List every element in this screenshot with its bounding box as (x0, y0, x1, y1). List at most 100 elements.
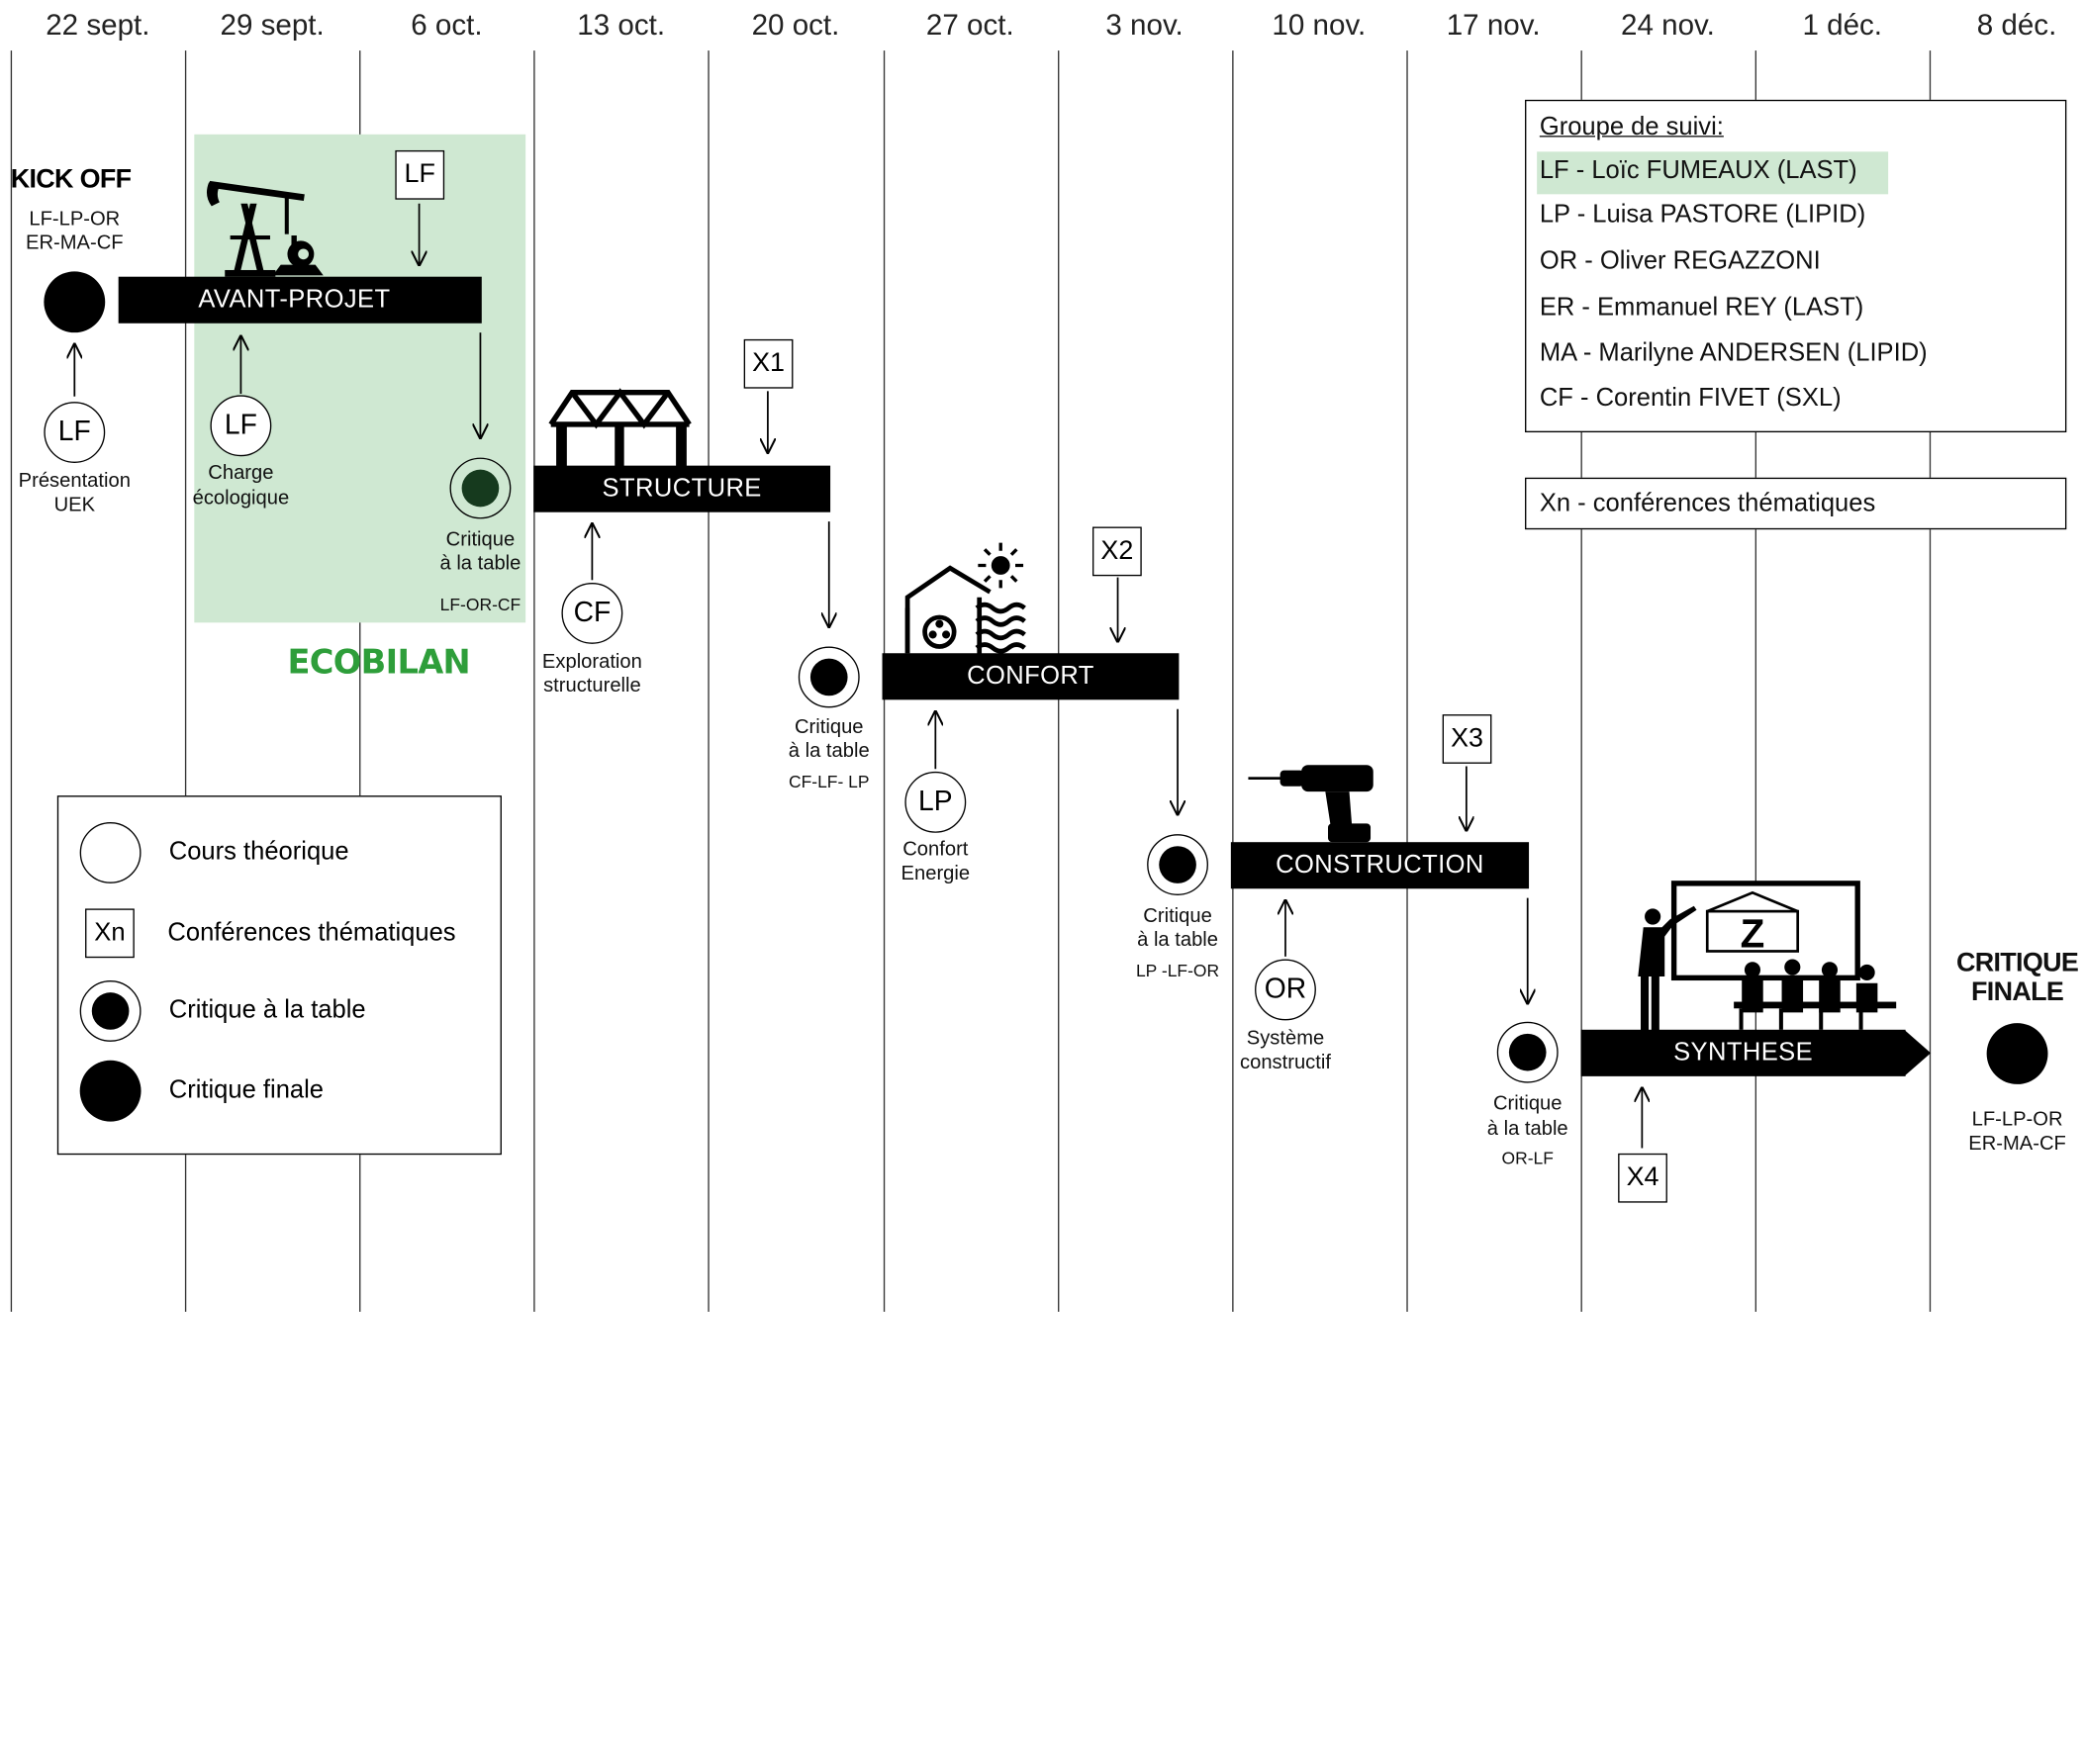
conference-code: LF (404, 159, 435, 189)
legend-critique-table-symbol (79, 980, 142, 1042)
lecture-lf-charge: LF (210, 395, 272, 457)
conference-x1-box: X1 (743, 338, 794, 389)
date-label: 20 oct. (751, 8, 840, 42)
groupe-member: OR - Oliver REGAZZONI (1539, 247, 1821, 276)
critique3-line1: Critique (1143, 904, 1212, 928)
lecture-or-line2: constructif (1240, 1051, 1331, 1074)
critique1-people: LF-OR-CF (439, 595, 521, 615)
groupe-member: CF - Corentin FIVET (SXL) (1539, 384, 1842, 413)
xn-note: Xn - conférences thématiques (1539, 489, 1876, 518)
final-dot (1986, 1023, 2048, 1084)
final-people-2: ER-MA-CF (1968, 1132, 2066, 1156)
conference-x4-box: X4 (1618, 1153, 1667, 1203)
conference-x2-box: X2 (1091, 526, 1142, 577)
week-divider (359, 50, 361, 1312)
legend-cours: Cours théorique (168, 838, 349, 867)
conference-lf-box: LF (395, 149, 445, 200)
avant-projet-bar: AVANT-PROJET (118, 276, 482, 324)
kickoff-people-2: ER-MA-CF (26, 231, 124, 254)
week-divider (1929, 50, 1932, 1312)
legend-critique-finale: Critique finale (168, 1075, 324, 1105)
date-label: 13 oct. (577, 8, 666, 42)
drill-icon (1248, 765, 1374, 843)
synthese-label: SYNTHESE (1673, 1038, 1814, 1067)
legend-lecture-symbol (79, 822, 142, 883)
lecture-code: LP (918, 786, 953, 817)
lecture-code: OR (1264, 974, 1307, 1005)
conference-code: X1 (752, 348, 786, 378)
final-title-2: FINALE (1971, 977, 2064, 1007)
critique4-people: OR-LF (1501, 1148, 1554, 1168)
groupe-member: ER - Emmanuel REY (LAST) (1539, 294, 1864, 323)
groupe-highlight (1537, 151, 1889, 195)
kickoff-dot (44, 271, 106, 333)
final-title-1: CRITIQUE (1956, 948, 2079, 978)
lecture-cf-line2: structurelle (543, 674, 641, 697)
lecture-lf1-line2: UEK (53, 493, 96, 516)
legend-conferences: Conférences thématiques (167, 919, 456, 948)
week-divider (185, 50, 187, 1312)
synthese-arrow-tip (1904, 1029, 1932, 1076)
lecture-lf2-line1: Charge (208, 461, 274, 485)
house-sun-icon (904, 542, 1026, 656)
date-label: 8 déc. (1976, 8, 2057, 42)
critique-table-3 (1147, 834, 1208, 895)
conference-code: X4 (1626, 1162, 1659, 1192)
structure-label: STRUCTURE (602, 474, 762, 503)
date-label: 27 oct. (925, 8, 1014, 42)
conference-code: X2 (1100, 535, 1134, 566)
lecture-cf-line1: Exploration (541, 650, 642, 674)
lecture-lf2-line2: écologique (192, 487, 290, 511)
groupe-member: LP - Luisa PASTORE (LIPID) (1539, 201, 1866, 230)
confort-bar: CONFORT (882, 653, 1180, 700)
week-divider (1580, 50, 1582, 1312)
confort-label: CONFORT (967, 661, 1094, 691)
kickoff-people-1: LF-LP-OR (29, 207, 121, 231)
truss-icon (548, 388, 692, 467)
lecture-code: LF (57, 416, 91, 447)
lecture-code: LF (224, 410, 257, 441)
date-label: 22 sept. (46, 8, 150, 42)
critique4-line1: Critique (1492, 1091, 1563, 1115)
date-label: 3 nov. (1105, 8, 1184, 42)
week-divider (1754, 50, 1757, 1312)
week-divider (10, 50, 13, 1312)
date-label: 24 nov. (1620, 8, 1715, 42)
arrows-layer (0, 203, 2085, 1149)
critique2-people: CF-LF- LP (788, 771, 870, 792)
critique-table-1 (449, 457, 512, 519)
critique1-line2: à la table (439, 552, 521, 575)
lecture-lp: LP (904, 771, 967, 833)
lecture-lf1-line1: Présentation (18, 469, 131, 493)
conference-x3-box: X3 (1442, 714, 1492, 764)
critique-table-4 (1496, 1021, 1559, 1083)
z-logo: Z (1741, 910, 1765, 956)
groupe-member: MA - Marilyne ANDERSEN (LIPID) (1539, 338, 1928, 368)
week-divider (708, 50, 711, 1312)
structure-bar: STRUCTURE (533, 465, 831, 512)
oil-pump-icon (206, 180, 324, 277)
critique3-people: LP -LF-OR (1135, 960, 1220, 981)
groupe-member: LF - Loïc FUMEAUX (LAST) (1539, 156, 1857, 185)
week-divider (533, 50, 535, 1312)
lecture-lp-line2: Energie (900, 862, 971, 885)
final-people-1: LF-LP-OR (1971, 1108, 2063, 1131)
lecture-or: OR (1255, 959, 1316, 1021)
date-label: 10 nov. (1272, 8, 1367, 42)
legend-xn-symbol: Xn (85, 908, 135, 959)
lecture-lf-presentation: LF (44, 402, 106, 463)
lecture-or-line1: Système (1246, 1027, 1325, 1050)
week-divider (1406, 50, 1408, 1312)
groupe-suivi-box: Groupe de suivi: LF - Loïc FUMEAUX (LAST… (1525, 99, 2067, 433)
critique3-line2: à la table (1137, 928, 1218, 952)
legend-xn-code: Xn (94, 918, 126, 947)
critique1-line1: Critique (445, 527, 516, 551)
planning-diagram: 22 sept.29 sept.6 oct.13 oct.20 oct.27 o… (0, 8, 2085, 1312)
date-label: 6 oct. (411, 8, 483, 42)
legend-critique-table: Critique à la table (168, 996, 366, 1025)
lecture-lp-line1: Confort (902, 838, 969, 862)
critique4-line2: à la table (1486, 1117, 1568, 1141)
lecture-code: CF (573, 597, 612, 628)
presentation-icon: Z (1638, 881, 1897, 1033)
avant-projet-label: AVANT-PROJET (198, 285, 391, 314)
